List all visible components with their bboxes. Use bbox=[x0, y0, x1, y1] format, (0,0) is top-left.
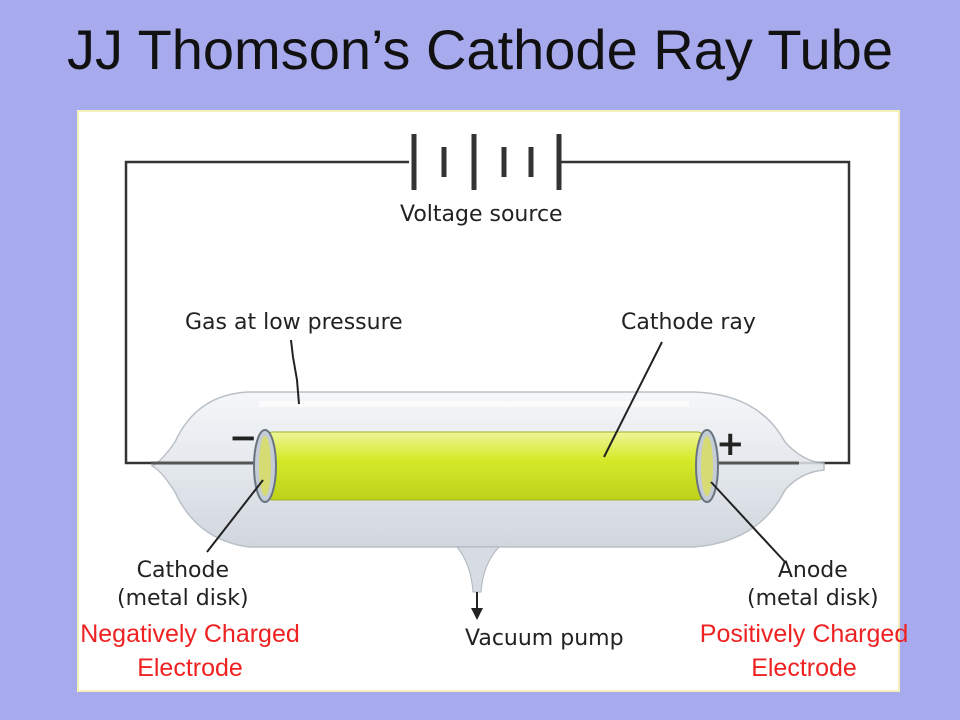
circuit-wire-left bbox=[124, 160, 409, 465]
anode-label: Anode (metal disk) bbox=[747, 557, 879, 613]
negative-electrode-line-1: Negatively Charged bbox=[80, 620, 300, 648]
cathode-ray-label: Cathode ray bbox=[621, 310, 756, 335]
negative-electrode-label: Negatively Charged Electrode bbox=[30, 617, 350, 685]
positive-sign: + bbox=[716, 424, 745, 464]
vacuum-pump-label: Vacuum pump bbox=[465, 626, 624, 651]
cathode-label-line-1: Cathode bbox=[136, 558, 229, 583]
voltage-source-label: Voltage source bbox=[400, 202, 563, 227]
cathode-leader-line bbox=[206, 479, 264, 553]
negative-sign: − bbox=[229, 418, 258, 458]
positive-electrode-line-1: Positively Charged bbox=[699, 620, 909, 648]
cathode-label: Cathode (metal disk) bbox=[117, 557, 249, 613]
page-title: JJ Thomson’s Cathode Ray Tube bbox=[67, 18, 893, 81]
anode-leader-line bbox=[710, 481, 786, 563]
battery-icon bbox=[411, 134, 562, 190]
negative-electrode-line-2: Electrode bbox=[137, 654, 243, 682]
cathode-ray-beam bbox=[264, 431, 706, 501]
vacuum-outlet bbox=[455, 546, 501, 593]
vacuum-arrow-icon bbox=[471, 592, 483, 620]
anode-label-line-1: Anode bbox=[777, 558, 848, 583]
anode-label-line-2: (metal disk) bbox=[747, 586, 879, 611]
cathode-label-line-2: (metal disk) bbox=[117, 586, 249, 611]
gas-label: Gas at low pressure bbox=[185, 310, 403, 335]
gas-leader-line bbox=[290, 339, 300, 405]
positive-electrode-line-2: Electrode bbox=[751, 654, 857, 682]
diagram-drawing bbox=[124, 134, 851, 620]
cathode-ray-tube-diagram: Voltage source Gas at low pressure Catho… bbox=[77, 110, 900, 692]
ray-leader-line bbox=[603, 341, 663, 458]
positive-electrode-label: Positively Charged Electrode bbox=[654, 617, 954, 685]
